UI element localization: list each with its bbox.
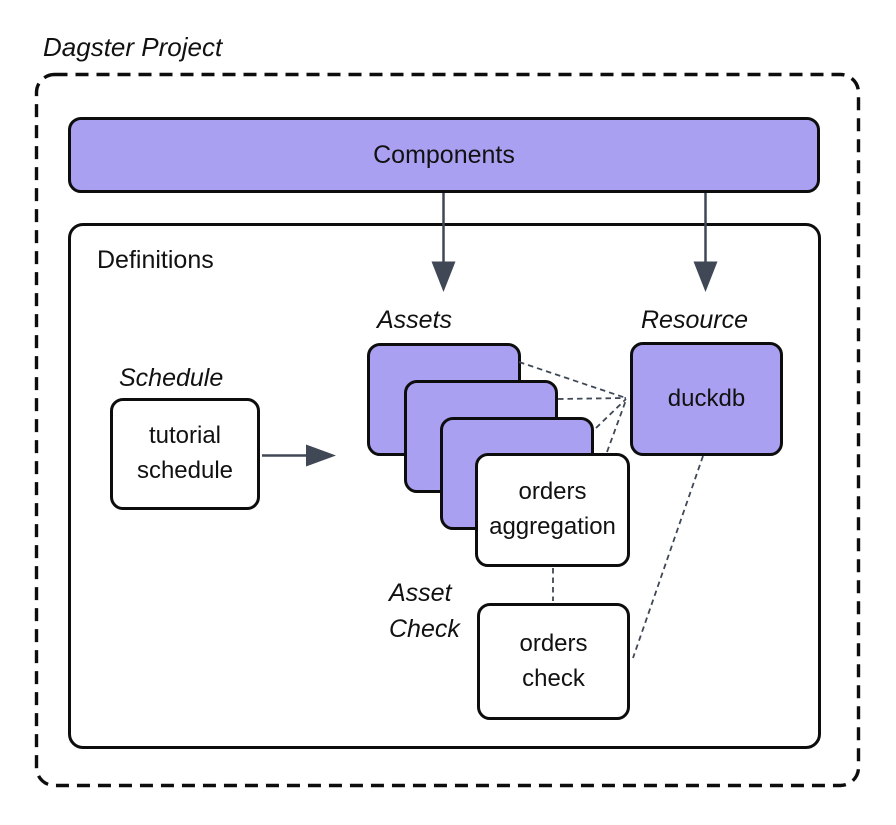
orders-aggregation-label: orders aggregation	[489, 478, 616, 540]
definitions-label: Definitions	[97, 246, 214, 274]
assets-group-label: Assets	[377, 306, 453, 334]
orders-aggregation-node: orders aggregation	[475, 453, 630, 567]
components-label: Components	[373, 140, 515, 169]
duckdb-node: duckdb	[630, 342, 783, 456]
orders-check-node: orders check	[477, 603, 630, 720]
components-node: Components	[68, 117, 820, 193]
diagram-title: Dagster Project	[43, 32, 223, 62]
schedule-group-label: Schedule	[119, 364, 224, 392]
resource-group-label: Resource	[641, 306, 748, 334]
tutorial-schedule-label: tutorial schedule	[136, 422, 234, 484]
orders-check-label: orders check	[519, 629, 588, 692]
duckdb-label: duckdb	[667, 384, 746, 412]
tutorial-schedule-node: tutorial schedule	[110, 398, 260, 510]
asset-check-group-label: Asset Check	[389, 579, 460, 643]
